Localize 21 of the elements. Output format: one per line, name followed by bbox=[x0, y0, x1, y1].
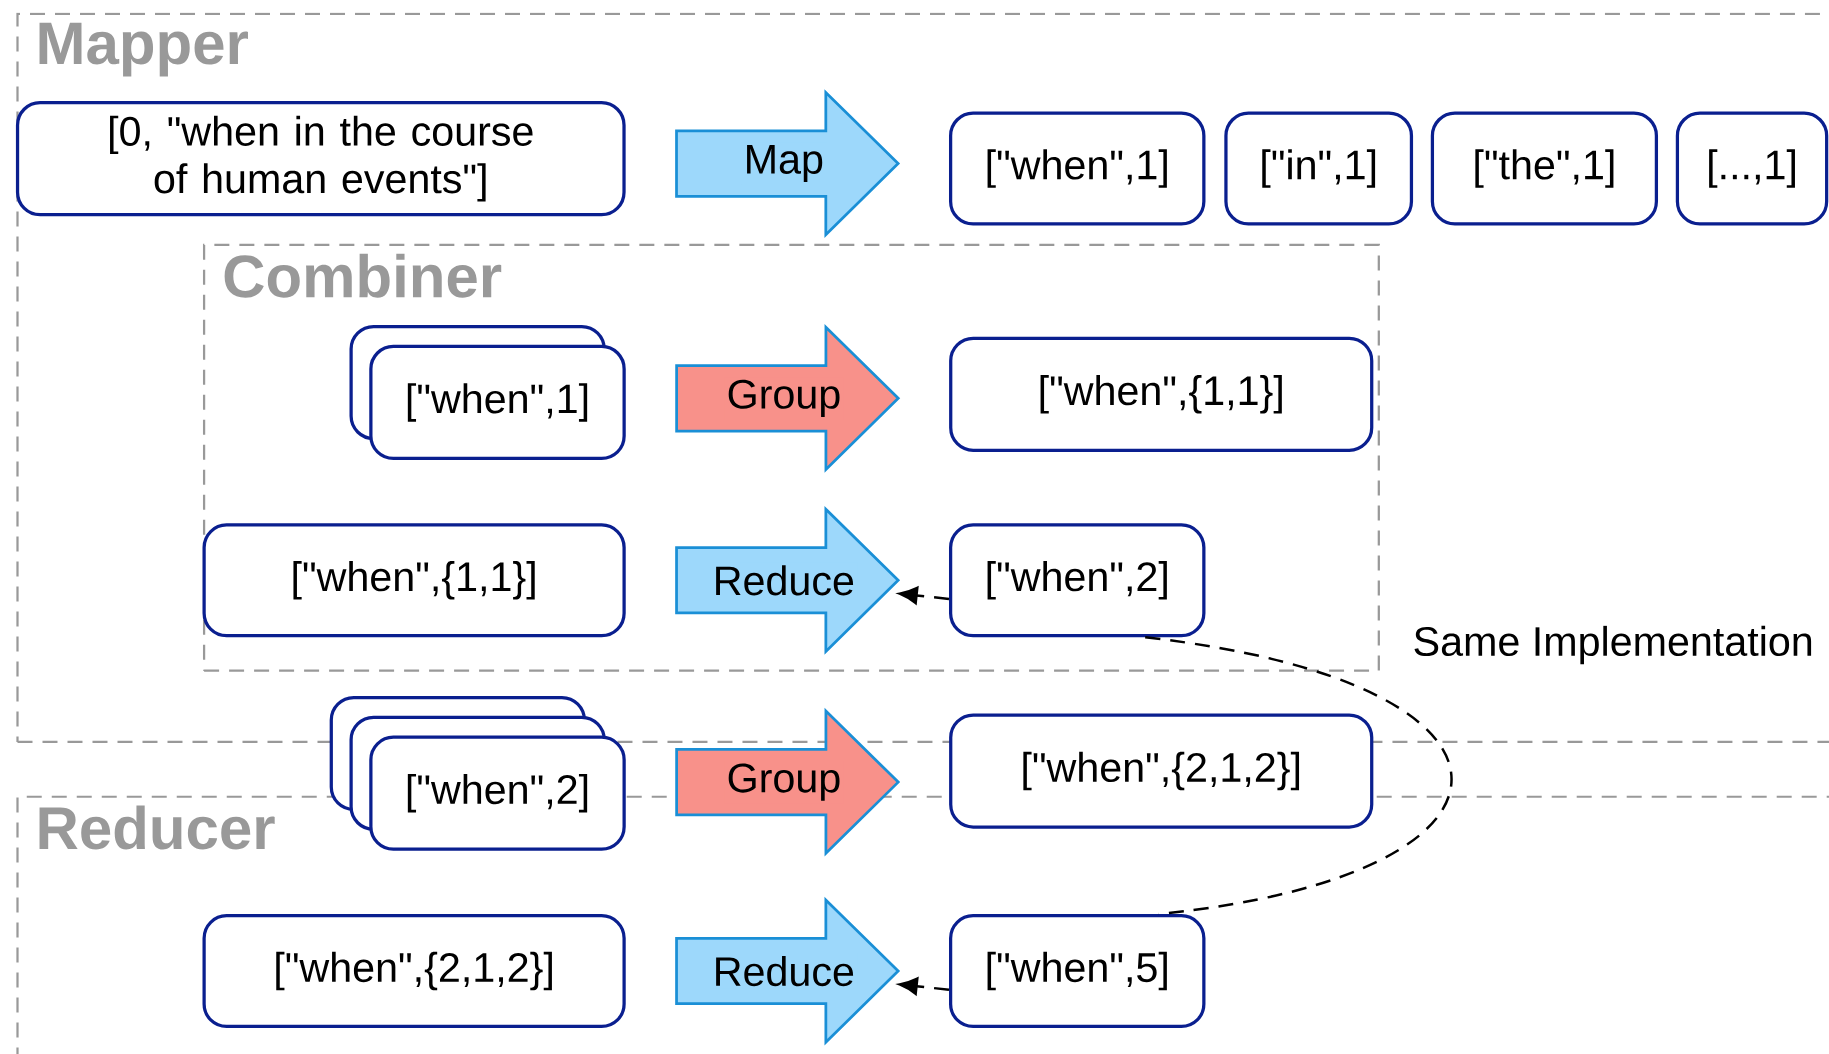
connector bbox=[898, 977, 950, 995]
edge-label: Reduce bbox=[710, 953, 858, 989]
data-box: ["when",{1,1}] bbox=[949, 336, 1374, 452]
stacked-cards: ["when",2] bbox=[329, 695, 626, 851]
stacked-cards: ["when",1] bbox=[349, 324, 626, 460]
data-box: ["in",1] bbox=[1224, 111, 1414, 226]
edge-label: Map bbox=[741, 142, 827, 185]
edge-label: Group bbox=[724, 376, 844, 420]
edge-label: Reduce bbox=[710, 562, 858, 598]
data-box: ["the",1] bbox=[1430, 111, 1659, 226]
data-box: ["when",{2,1,2}] bbox=[949, 713, 1374, 829]
data-box: [0, "when in the course of human events"] bbox=[15, 100, 626, 217]
data-box: ["when",2] bbox=[949, 523, 1206, 638]
data-box: [...,1] bbox=[1675, 111, 1829, 226]
data-box: ["when",{1,1}] bbox=[202, 523, 626, 638]
data-box: ["when",{2,1,2}] bbox=[202, 913, 626, 1028]
edge-label: Same Implementation bbox=[1407, 620, 1819, 670]
connector bbox=[1145, 635, 1452, 916]
connector bbox=[898, 586, 950, 605]
data-box: ["when",1] bbox=[949, 111, 1206, 226]
data-box: ["when",5] bbox=[949, 913, 1206, 1028]
